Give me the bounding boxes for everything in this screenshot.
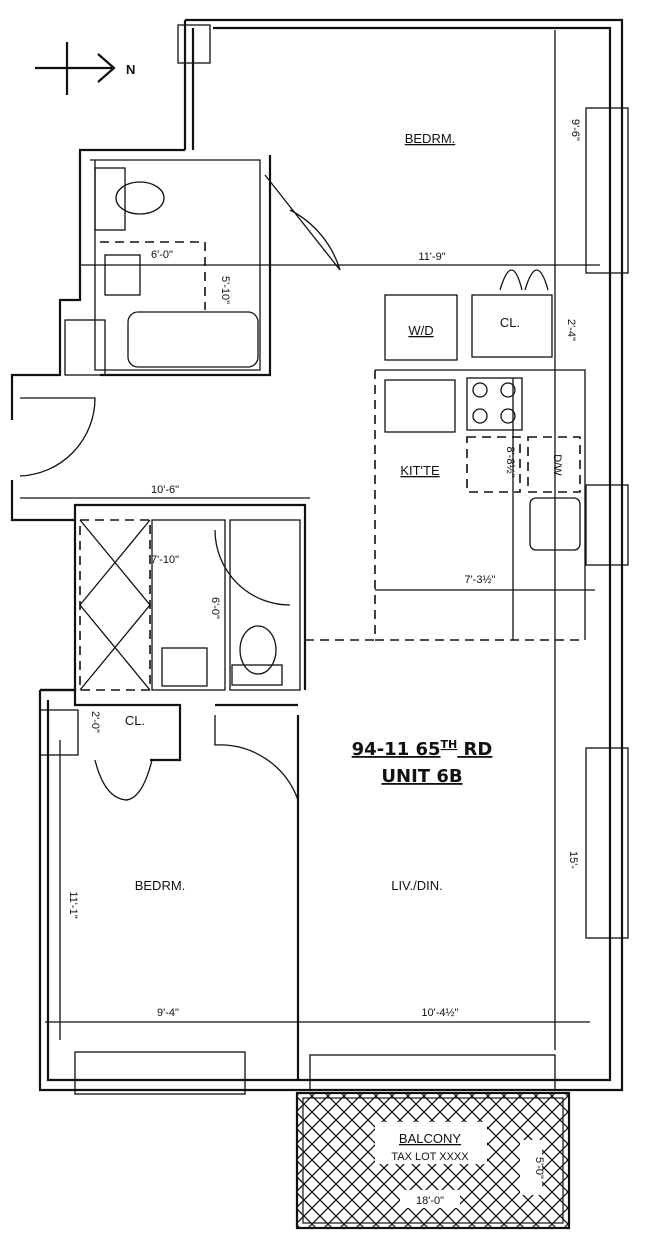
dim: 6'-0"	[209, 597, 221, 619]
shaft	[64, 319, 106, 376]
dim: 2'-0"	[89, 711, 101, 733]
window	[74, 1051, 246, 1095]
washer-dryer-label: W/D	[408, 323, 433, 338]
dishwasher-label: D/W	[551, 454, 563, 476]
dim: 9'-4"	[157, 1007, 179, 1019]
address-line1: 94-11 65TH RD	[352, 738, 493, 760]
closet-top	[471, 294, 553, 358]
balcony-width-dim: 18'-0"	[416, 1195, 444, 1207]
room-labels: BEDRM. W/D CL. KIT'TE D/W CL. BEDRM. LIV…	[125, 131, 563, 893]
window	[585, 484, 629, 566]
washer-dryer	[384, 294, 458, 361]
window	[309, 1054, 556, 1091]
sink	[104, 254, 141, 296]
walls	[10, 18, 629, 1095]
window	[585, 747, 629, 939]
dim: 10'-6"	[151, 484, 179, 496]
tax-lot-label: TAX LOT XXXX	[391, 1151, 469, 1163]
dim: 10'-4½"	[421, 1007, 458, 1019]
dim: 15'-	[567, 851, 579, 869]
balcony: BALCONY TAX LOT XXXX 18'-0" 5'-0"	[295, 1091, 571, 1230]
dishwasher	[527, 436, 581, 493]
address-block: 94-11 65TH RD UNIT 6B	[352, 738, 493, 787]
toilet	[239, 625, 277, 675]
dim: 5'-10"	[219, 276, 231, 304]
dimension-labels: 9'-6" 11'-9" 6'-0" 5'-10" 2'-4" 8'-8½" 7…	[67, 119, 581, 1019]
dim: 7'-3½"	[464, 574, 495, 586]
north-arrow-icon: N	[35, 42, 135, 95]
north-label: N	[126, 62, 135, 77]
fridge	[384, 379, 456, 433]
shaft	[39, 709, 79, 756]
bathtub	[127, 311, 259, 368]
dim: 11'-9"	[418, 251, 445, 263]
bedroom-top-label: BEDRM.	[405, 131, 456, 146]
bedroom-bottom-label: BEDRM.	[135, 878, 186, 893]
toilet	[94, 167, 126, 231]
living-dining-label: LIV./DIN.	[391, 878, 443, 893]
dim: 8'-8½"	[504, 446, 516, 477]
dim: 9'-6"	[569, 119, 581, 141]
window	[585, 107, 629, 274]
dim: 2'-4"	[565, 319, 577, 341]
dim: 6'-0"	[151, 249, 173, 261]
closet-bottom-label: CL.	[125, 713, 145, 728]
address-line2: UNIT 6B	[381, 766, 462, 787]
closet-top-label: CL.	[500, 315, 520, 330]
dim: 11'-1"	[67, 891, 79, 918]
balcony-depth-dim: 5'-0"	[533, 1157, 545, 1179]
balcony-label: BALCONY	[399, 1131, 461, 1146]
column	[177, 24, 211, 64]
kitchenette-label: KIT'TE	[400, 463, 440, 478]
dim: 7'-10"	[151, 554, 179, 566]
shower	[79, 519, 151, 691]
sink	[161, 647, 208, 687]
stove	[466, 377, 523, 431]
